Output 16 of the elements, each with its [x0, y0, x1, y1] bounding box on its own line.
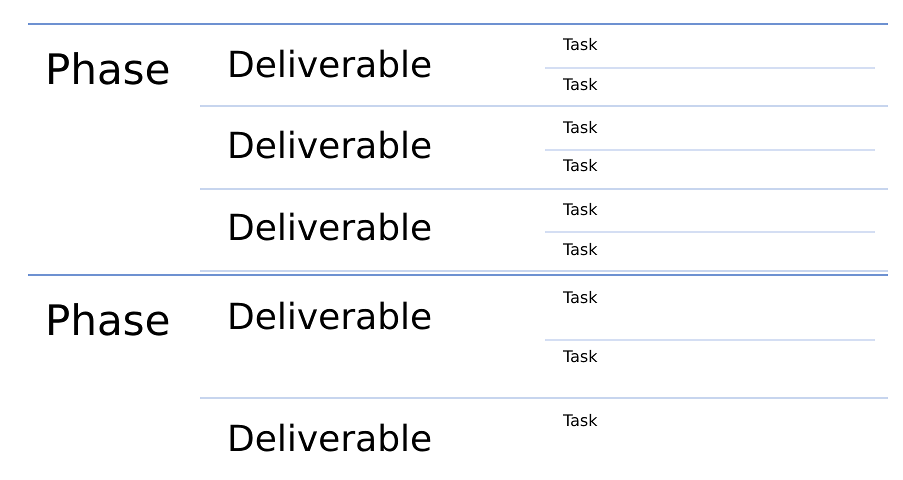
deliverable-label: Deliverable: [227, 422, 432, 458]
task-label: Task: [563, 77, 598, 93]
task-label: Task: [563, 202, 598, 218]
task-label: Task: [563, 37, 598, 53]
task-label: Task: [563, 413, 598, 429]
deliverable-label: Deliverable: [227, 300, 432, 336]
task-label: Task: [563, 120, 598, 136]
phase-label: Phase: [45, 49, 170, 91]
task-label: Task: [563, 349, 598, 365]
task-label: Task: [563, 158, 598, 174]
deliverable-label: Deliverable: [227, 211, 432, 247]
deliverable-label: Deliverable: [227, 129, 432, 165]
phase-label: Phase: [45, 300, 170, 342]
task-label: Task: [563, 290, 598, 306]
task-label: Task: [563, 242, 598, 258]
deliverable-label: Deliverable: [227, 48, 432, 84]
